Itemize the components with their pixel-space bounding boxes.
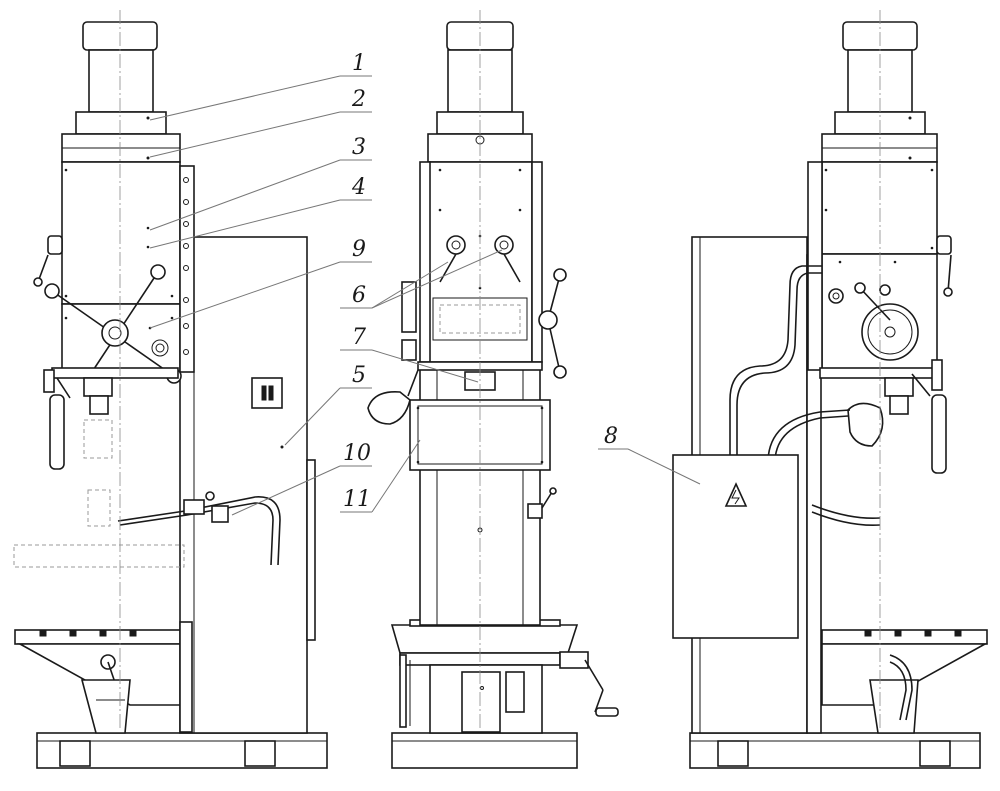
callout-10: 10 [343, 441, 371, 466]
callout-9: 9 [352, 237, 366, 262]
callout-2: 2 [351, 87, 366, 112]
callout-7: 7 [352, 325, 366, 350]
callout-4: 4 [351, 175, 366, 200]
left-side-view [13, 10, 328, 769]
leader-lines [149, 75, 701, 516]
middle-front-view [367, 10, 619, 769]
callout-8: 8 [604, 424, 618, 449]
callout-3: 3 [352, 135, 366, 160]
callout-labels: 1 2 3 4 9 6 7 5 10 11 8 [343, 51, 618, 512]
right-side-view [672, 10, 989, 769]
callout-1: 1 [352, 51, 366, 76]
callout-5: 5 [352, 363, 366, 388]
callout-11: 11 [343, 487, 371, 512]
callout-6: 6 [352, 283, 366, 308]
